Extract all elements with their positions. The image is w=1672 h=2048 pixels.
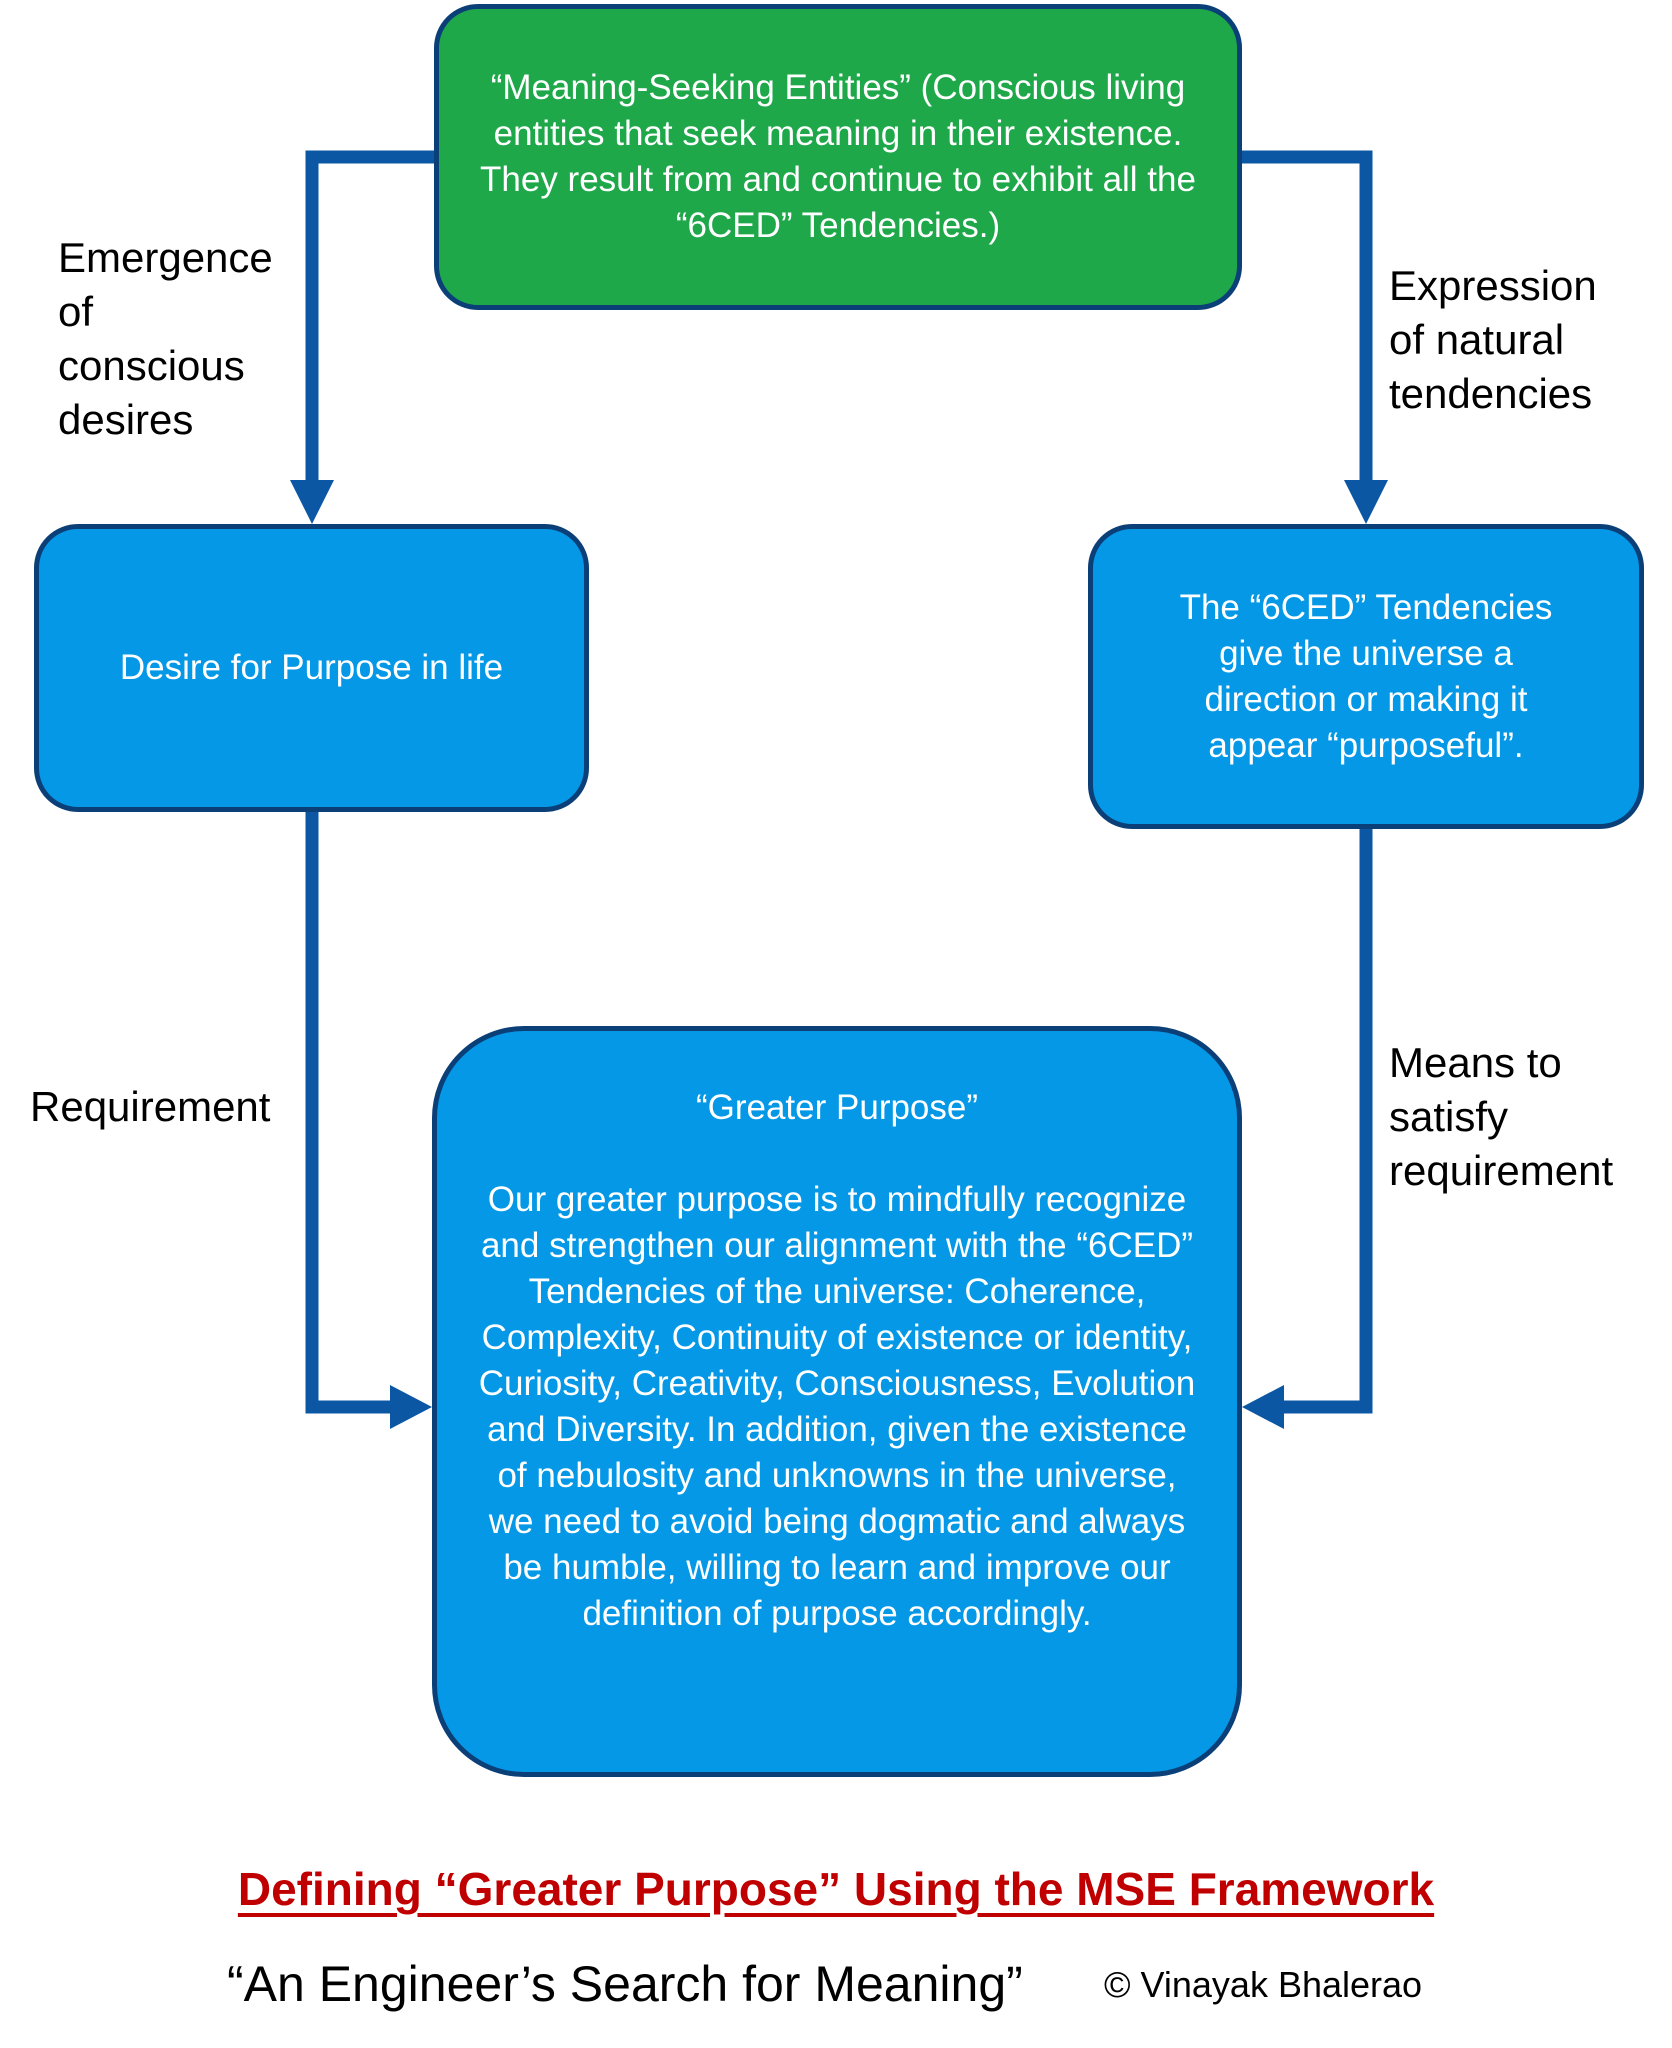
node-desire-for-purpose-text: Desire for Purpose in life [119,648,504,687]
node-greater-purpose-body: Our greater purpose is to mindfully reco… [478,1180,1196,1633]
node-desire-for-purpose: Desire for Purpose in life [34,524,589,812]
figure-title: Defining “Greater Purpose” Using the MSE… [237,1863,1435,1915]
node-6ced-tendencies: The “6CED” Tendencies give the universe … [1088,524,1644,829]
node-meaning-seeking-entities-text: “Meaning-Seeking Entities” (Conscious li… [480,68,1196,245]
node-greater-purpose-title: “Greater Purpose” [695,1088,979,1127]
connector-desire-to-purpose [305,812,392,1414]
arrowhead-right-into-purpose [390,1385,432,1429]
edge-label-requirement: Requirement [30,1083,271,1130]
node-greater-purpose: “Greater Purpose” Our greater purpose is… [432,1026,1242,1777]
connector-mse-to-desire [305,150,434,480]
node-6ced-tendencies-text: The “6CED” Tendencies give the universe … [1179,587,1553,765]
connector-tendencies-to-purpose [1284,829,1373,1414]
arrowhead-down-left [290,480,334,524]
arrowhead-left-into-purpose [1242,1385,1284,1429]
node-meaning-seeking-entities: “Meaning-Seeking Entities” (Conscious li… [434,4,1242,310]
connector-mse-to-tendencies [1242,150,1373,480]
copyright-notice: © Vinayak Bhalerao [1104,1964,1423,2005]
book-title: “An Engineer’s Search for Meaning” [227,1956,1023,2012]
arrowhead-down-right [1344,480,1388,524]
